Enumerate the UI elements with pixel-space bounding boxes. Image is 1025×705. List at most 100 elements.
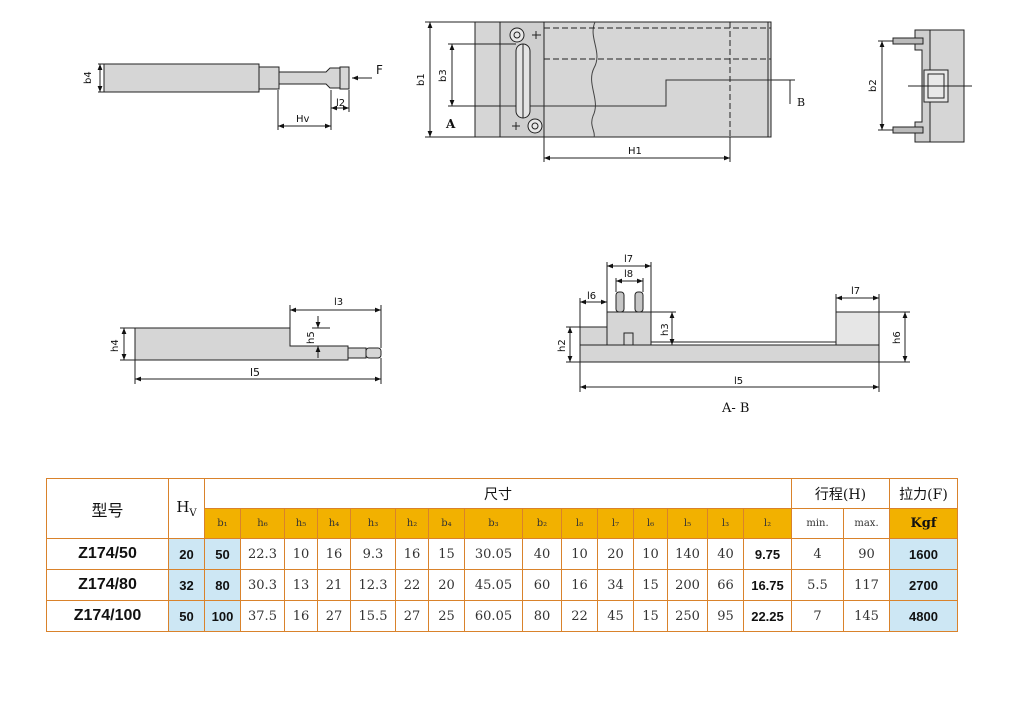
model-cell: Z174/100	[46, 600, 169, 632]
label-Hv: Hv	[296, 114, 310, 125]
top-view	[425, 21, 795, 162]
label-h5: h5	[306, 331, 317, 344]
value-cell: 15	[428, 538, 465, 570]
label-h3: h3	[660, 323, 671, 336]
sub-header-cell: h₃	[350, 508, 396, 539]
label-l2: l2	[336, 98, 345, 109]
label-h4: h4	[110, 339, 121, 352]
label-h6: h6	[892, 331, 903, 344]
hv-cell: 32	[168, 569, 205, 601]
sub-header-cell: b₁	[204, 508, 241, 539]
label-b3: b3	[438, 69, 449, 82]
value-cell: 40	[707, 538, 744, 570]
model-cell: Z174/80	[46, 569, 169, 601]
label-l8: l8	[624, 269, 633, 280]
header-hv: HV	[168, 478, 205, 539]
value-cell: 80	[204, 569, 241, 601]
slider-front-view	[120, 305, 382, 384]
value-cell: 15	[633, 569, 668, 601]
value-cell: 21	[317, 569, 351, 601]
label-l7-right: l7	[851, 286, 860, 297]
sub-header-cell: h₄	[317, 508, 351, 539]
value-cell: 2700	[889, 569, 958, 601]
value-cell: 250	[667, 600, 708, 632]
sub-header-cell: b₄	[428, 508, 465, 539]
header-stroke: 行程(H)	[791, 478, 890, 509]
value-cell: 27	[395, 600, 429, 632]
value-cell: 15.5	[350, 600, 396, 632]
value-cell: 22	[561, 600, 598, 632]
label-h2: h2	[557, 339, 568, 352]
slider-side-view	[97, 63, 372, 130]
model-cell: Z174/50	[46, 538, 169, 570]
sub-header-cell: l₃	[707, 508, 744, 539]
label-F: F	[376, 63, 383, 77]
value-cell: 80	[522, 600, 562, 632]
value-cell: 66	[707, 569, 744, 601]
value-cell: 10	[561, 538, 598, 570]
value-cell: 9.75	[743, 538, 792, 570]
hv-cell: 50	[168, 600, 205, 632]
value-cell: 15	[633, 600, 668, 632]
hv-cell: 20	[168, 538, 205, 570]
sub-header-cell: min.	[791, 508, 844, 539]
sub-header-cell: l₇	[597, 508, 634, 539]
sub-header-cell: b₃	[464, 508, 523, 539]
value-cell: 200	[667, 569, 708, 601]
label-B: B	[797, 96, 805, 109]
value-cell: 7	[791, 600, 844, 632]
value-cell: 50	[204, 538, 241, 570]
value-cell: 20	[428, 569, 465, 601]
header-hv-main: H	[176, 498, 190, 516]
value-cell: 10	[633, 538, 668, 570]
section-label: A- B	[721, 401, 749, 416]
value-cell: 4800	[889, 600, 958, 632]
header-model: 型号	[46, 478, 169, 539]
label-l6: l6	[587, 291, 596, 302]
value-cell: 4	[791, 538, 844, 570]
value-cell: 34	[597, 569, 634, 601]
value-cell: 13	[284, 569, 318, 601]
value-cell: 16	[317, 538, 351, 570]
value-cell: 145	[843, 600, 890, 632]
header-pull: 拉力(F)	[889, 478, 958, 509]
header-dimensions: 尺寸	[204, 478, 792, 509]
header-hv-sub: V	[189, 508, 197, 519]
value-cell: 5.5	[791, 569, 844, 601]
value-cell: 30.05	[464, 538, 523, 570]
label-H1: H1	[628, 146, 642, 157]
value-cell: 95	[707, 600, 744, 632]
value-cell: 117	[843, 569, 890, 601]
value-cell: 60.05	[464, 600, 523, 632]
value-cell: 9.3	[350, 538, 396, 570]
section-view	[566, 262, 910, 392]
sub-header-cell: l₂	[743, 508, 792, 539]
label-A: A	[445, 117, 456, 131]
sub-header-cell: h₆	[240, 508, 285, 539]
value-cell: 16	[395, 538, 429, 570]
value-cell: 30.3	[240, 569, 285, 601]
label-b1: b1	[416, 73, 427, 86]
sub-header-cell: Kgf	[889, 508, 958, 539]
value-cell: 22.25	[743, 600, 792, 632]
value-cell: 22	[395, 569, 429, 601]
sub-header-cell: b₂	[522, 508, 562, 539]
label-b2: b2	[868, 79, 879, 92]
label-l5-left: l5	[250, 366, 260, 379]
value-cell: 27	[317, 600, 351, 632]
technical-drawings: b4 F l2 Hv b1 b3 A H1 B	[83, 21, 972, 416]
value-cell: 90	[843, 538, 890, 570]
value-cell: 25	[428, 600, 465, 632]
sub-header-cell: h₅	[284, 508, 318, 539]
value-cell: 1600	[889, 538, 958, 570]
sub-header-cell: l₆	[633, 508, 668, 539]
label-l7: l7	[624, 254, 633, 265]
value-cell: 140	[667, 538, 708, 570]
sub-header-cell: l₅	[667, 508, 708, 539]
value-cell: 20	[597, 538, 634, 570]
